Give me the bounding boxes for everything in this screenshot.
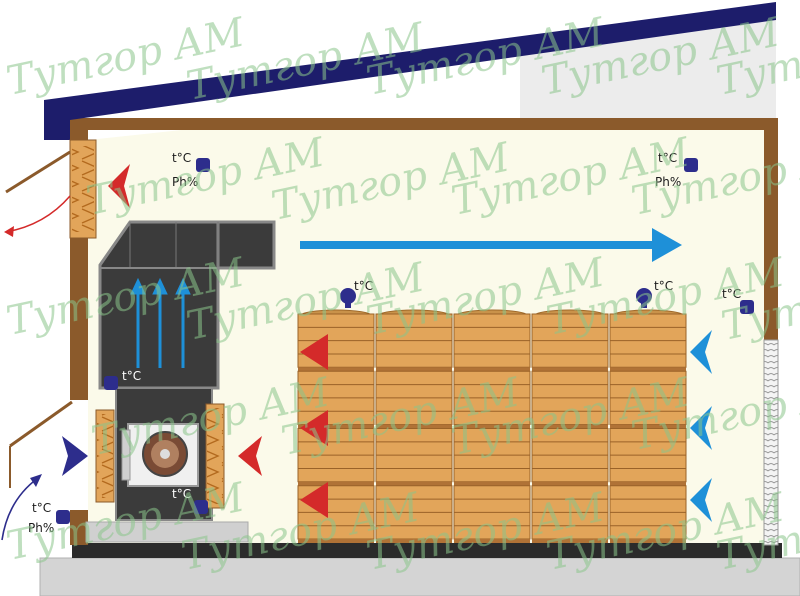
sensor-top-right: t°C Ph% (655, 151, 698, 189)
sensor-fan-bottom: t°C (172, 487, 208, 514)
exhaust-curve (5, 195, 71, 233)
sensor-over-stack-left: t°C (340, 279, 373, 308)
left-wall-bottom (70, 510, 88, 545)
sensor-outer-wall-right-temp: t°C (722, 287, 741, 301)
top-airflow-arrowhead (652, 228, 682, 262)
sensor-over-stack-right: t°C (636, 279, 673, 308)
sensor-fan-bottom-temp: t°C (172, 487, 191, 501)
floor-slab (72, 543, 782, 558)
lower-opening (88, 400, 98, 510)
crate-base (532, 539, 608, 543)
crate-base (376, 481, 452, 486)
intake-curve-head (30, 474, 42, 487)
sensor-top-right-humidity: Ph% (655, 175, 681, 189)
inner-louvre-pattern (207, 408, 223, 504)
crate-base (454, 367, 530, 372)
sensor-top-left-humidity: Ph% (172, 175, 198, 189)
crate-base (532, 481, 608, 486)
crate-base (376, 367, 452, 372)
exhaust-arrowhead (4, 226, 14, 237)
watermark-layer: Тутгор АМ Тутгор АМ Тутгор АМ Тутгор АМ … (3, 9, 800, 579)
stack-airflows (300, 330, 712, 522)
fan-plinth (85, 521, 249, 543)
sensor-top-left-temp: t°C (172, 151, 191, 165)
crate-base (298, 367, 374, 372)
sensor-top-right-temp: t°C (658, 151, 677, 165)
lower-louvre-pattern (97, 414, 113, 498)
fan-unit (121, 423, 199, 487)
crate-base (376, 539, 452, 543)
right-wall (764, 118, 778, 340)
ceiling-corner (70, 118, 88, 136)
sensor-duct-inner-temp: t°C (122, 369, 141, 383)
intake-curve (1, 477, 39, 541)
sensor-over-stack-right-temp: t°C (654, 279, 673, 293)
crate-base (298, 481, 374, 486)
crate-base (610, 539, 686, 543)
right-wall-insulated-panel (763, 339, 779, 546)
sensor-duct-inner: t°C (104, 369, 141, 390)
crate-base (610, 481, 686, 486)
crate-base (610, 367, 686, 372)
crate-base (532, 367, 608, 372)
sensor-over-stack-left-temp: t°C (354, 279, 373, 293)
duct-up-arrows (130, 277, 191, 368)
crate-base (298, 539, 374, 543)
crate-base (454, 539, 530, 543)
return-air-arrow (238, 436, 262, 476)
upper-louvre-pattern (72, 146, 94, 232)
sensor-outside-bottom-left: t°C Ph% (28, 501, 70, 535)
upper-flap (5, 150, 71, 194)
sensor-outside-bottom-left-temp: t°C (32, 501, 51, 515)
sensor-outside-bottom-left-humidity: Ph% (28, 521, 54, 535)
lower-flap (9, 400, 73, 448)
crate-base (454, 481, 530, 486)
sensor-outer-wall-right: t°C (722, 287, 754, 314)
exhaust-air-arrow (108, 164, 130, 208)
ceiling-wall (70, 118, 776, 140)
ground (39, 557, 800, 596)
left-wall-middle (70, 238, 88, 400)
background-wall (520, 6, 776, 118)
roof (44, 2, 776, 140)
sensor-top-left: t°C Ph% (172, 151, 210, 189)
intake-arrow (62, 436, 88, 476)
